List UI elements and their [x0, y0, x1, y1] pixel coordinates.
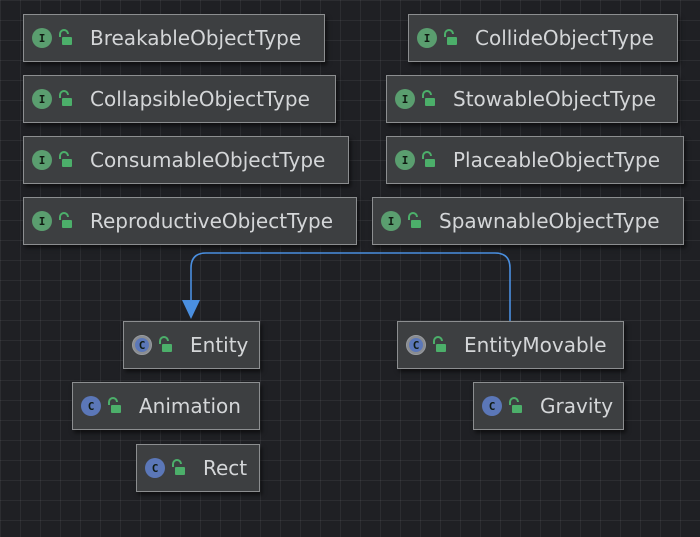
unlocked-icon [509, 397, 522, 413]
node-entity[interactable]: C Entity [123, 321, 260, 369]
unlocked-icon [59, 212, 72, 228]
unlocked-icon [444, 29, 457, 45]
interface-icon: I [32, 211, 52, 231]
interface-icon: I [32, 89, 52, 109]
interface-icon: I [395, 150, 415, 170]
interface-icon: I [381, 211, 401, 231]
unlocked-icon [108, 397, 121, 413]
class-icon: C [145, 458, 165, 478]
unlocked-icon [422, 90, 435, 106]
node-entity-movable[interactable]: C EntityMovable [397, 321, 624, 369]
unlocked-icon [422, 151, 435, 167]
node-label: Animation [139, 394, 241, 418]
node-reproductive-object-type[interactable]: I ReproductiveObjectType [23, 197, 357, 245]
node-animation[interactable]: C Animation [72, 382, 260, 430]
unlocked-icon [59, 29, 72, 45]
inheritance-edge-entitymovable-to-entity [190, 252, 511, 321]
node-label: CollapsibleObjectType [90, 87, 310, 111]
node-gravity[interactable]: C Gravity [473, 382, 624, 430]
node-label: BreakableObjectType [90, 26, 302, 50]
unlocked-icon [433, 336, 446, 352]
node-label: ConsumableObjectType [90, 148, 326, 172]
interface-icon: I [32, 150, 52, 170]
interface-icon: I [417, 28, 437, 48]
abstract-class-icon: C [132, 335, 152, 355]
unlocked-icon [408, 212, 421, 228]
class-icon: C [81, 396, 101, 416]
inheritance-arrowhead [182, 300, 200, 319]
node-collide-object-type[interactable]: I CollideObjectType [408, 14, 678, 62]
node-stowable-object-type[interactable]: I StowableObjectType [386, 75, 678, 123]
unlocked-icon [172, 459, 185, 475]
abstract-class-icon: C [406, 335, 426, 355]
node-label: ReproductiveObjectType [90, 209, 333, 233]
node-breakable-object-type[interactable]: I BreakableObjectType [23, 14, 325, 62]
node-placeable-object-type[interactable]: I PlaceableObjectType [386, 136, 684, 184]
class-icon: C [482, 396, 502, 416]
node-label: Rect [203, 456, 248, 480]
node-label: Entity [190, 333, 249, 357]
interface-icon: I [32, 28, 52, 48]
node-collapsible-object-type[interactable]: I CollapsibleObjectType [23, 75, 336, 123]
node-label: SpawnableObjectType [439, 209, 660, 233]
node-spawnable-object-type[interactable]: I SpawnableObjectType [372, 197, 684, 245]
node-consumable-object-type[interactable]: I ConsumableObjectType [23, 136, 349, 184]
node-label: PlaceableObjectType [453, 148, 661, 172]
node-label: Gravity [540, 394, 614, 418]
interface-icon: I [395, 89, 415, 109]
node-label: EntityMovable [464, 333, 607, 357]
node-rect[interactable]: C Rect [136, 444, 260, 492]
unlocked-icon [59, 90, 72, 106]
node-label: StowableObjectType [453, 87, 657, 111]
unlocked-icon [59, 151, 72, 167]
unlocked-icon [159, 336, 172, 352]
node-label: CollideObjectType [475, 26, 654, 50]
